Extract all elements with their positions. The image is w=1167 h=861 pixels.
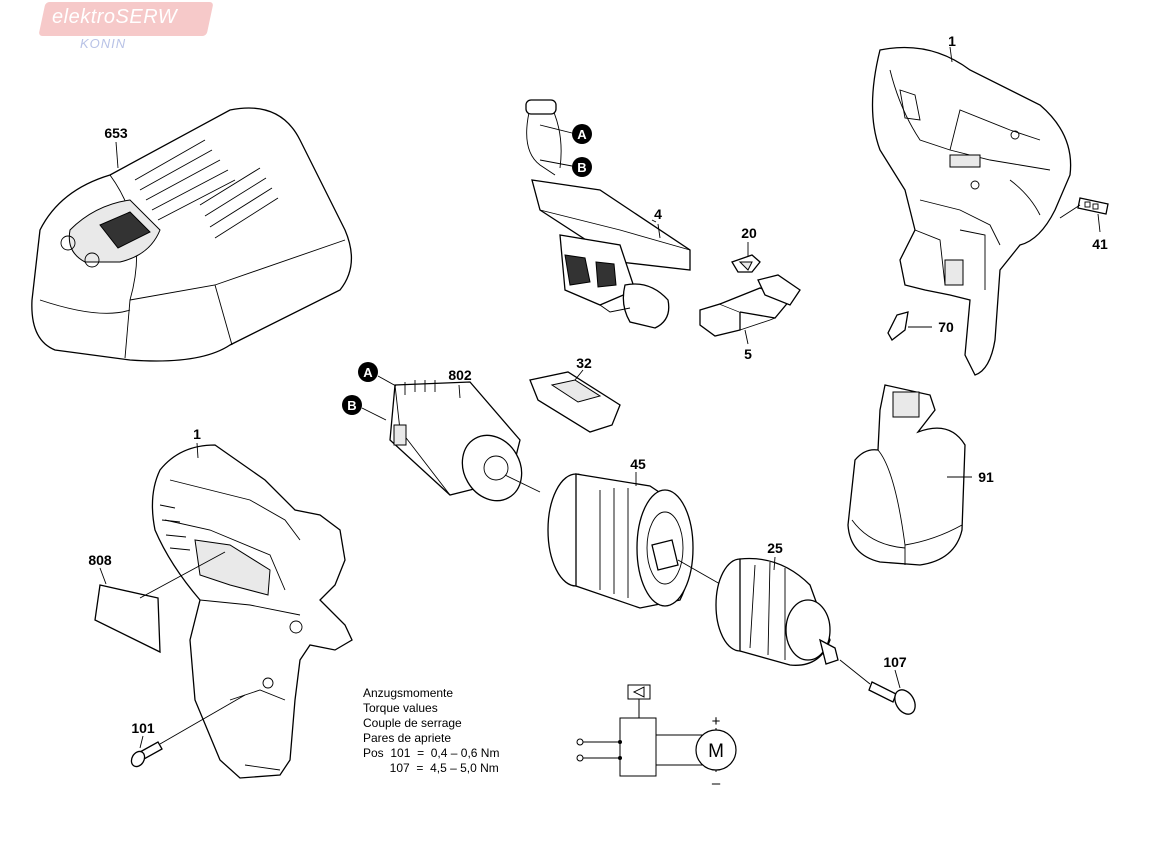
torque-heading-en: Torque values xyxy=(363,701,438,715)
badge-a-top-label: A xyxy=(577,127,587,142)
torque-values-block: Anzugsmomente Torque values Couple de se… xyxy=(363,686,499,776)
part-number-41: 41 xyxy=(1092,236,1108,252)
badge-b-top: B xyxy=(539,157,592,177)
torque-heading-fr: Couple de serrage xyxy=(363,716,462,730)
part-number-25: 25 xyxy=(767,540,783,556)
badge-b-motor-label: B xyxy=(347,398,356,413)
spring-clip-70 xyxy=(887,311,932,341)
torque-row-101-pos: 101 xyxy=(390,746,411,760)
part-number-32: 32 xyxy=(576,355,592,371)
badge-a-motor-label: A xyxy=(363,365,373,380)
part-number-45: 45 xyxy=(630,456,646,472)
chuck-25 xyxy=(715,556,839,666)
plus-terminal-label: + xyxy=(712,713,721,730)
part-number-653: 653 xyxy=(104,125,128,141)
part-number-107: 107 xyxy=(883,654,907,670)
screw-101 xyxy=(130,694,246,768)
badge-a-top: A xyxy=(539,124,592,144)
housing-half-right-1 xyxy=(871,46,1072,376)
part-number-70: 70 xyxy=(938,319,954,335)
badge-b-top-label: B xyxy=(577,160,586,175)
badge-a-motor: A xyxy=(358,362,397,387)
torque-row-101-value: 0,4 – 0,6 Nm xyxy=(430,746,500,760)
clip-20 xyxy=(731,242,761,273)
torque-heading-de: Anzugsmomente xyxy=(363,686,454,700)
screw-107 xyxy=(839,659,916,715)
slider-5 xyxy=(699,274,801,345)
watermark-brand: elektroSERW xyxy=(52,6,178,28)
motor-symbol-label: M xyxy=(708,741,724,762)
part-number-101: 101 xyxy=(131,720,155,736)
minus-terminal-label: – xyxy=(712,775,721,792)
part-number-20: 20 xyxy=(741,225,757,241)
torque-row-107-pos: 107 xyxy=(389,761,410,775)
torque-row-101: Pos 101 = 0,4 – 0,6 Nm xyxy=(363,746,499,761)
part-number-1-top: 1 xyxy=(948,33,956,49)
torque-row-101-eq: = xyxy=(417,746,425,760)
circuit-diagram: M + – xyxy=(576,684,737,792)
torque-heading-es: Pares de apriete xyxy=(363,731,452,745)
battery-91 xyxy=(847,384,972,566)
part-number-91: 91 xyxy=(978,469,994,485)
part-number-4: 4 xyxy=(654,206,662,222)
badge-b-motor: B xyxy=(342,395,387,421)
torque-pos-label: Pos xyxy=(363,746,384,760)
switch-4 xyxy=(525,99,691,329)
label-808 xyxy=(94,551,226,654)
part-number-808: 808 xyxy=(88,552,112,568)
gearbox-45 xyxy=(547,472,721,609)
part-number-5: 5 xyxy=(744,346,752,362)
slide-switch-32 xyxy=(529,369,621,433)
torque-row-107-value: 4,5 – 5,0 Nm xyxy=(430,761,499,775)
motor-802 xyxy=(389,380,541,502)
charger-653 xyxy=(31,107,353,362)
torque-row-107: 107 = 4,5 – 5,0 Nm xyxy=(363,761,499,776)
part-number-802: 802 xyxy=(448,367,472,383)
part-number-1-left: 1 xyxy=(193,426,201,442)
torque-row-107-eq: = xyxy=(416,761,424,775)
housing-half-left-1 xyxy=(151,442,353,779)
watermark-subtitle: KONIN xyxy=(80,36,127,51)
label-plate-41 xyxy=(1059,197,1109,233)
